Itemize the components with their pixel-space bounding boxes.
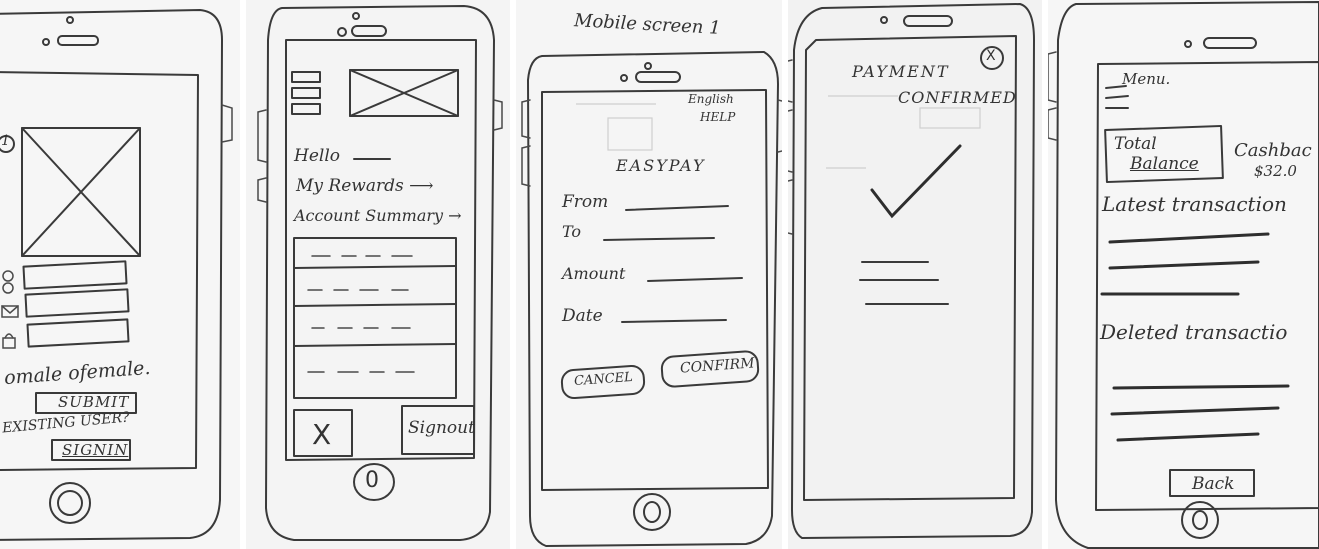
submit-label: SUBMIT: [58, 393, 130, 411]
panel-divider: [782, 0, 788, 549]
phone-outline: [1055, 1, 1319, 549]
title-line1: PAYMENT: [852, 62, 950, 81]
dashboard-sketch: Menu. Total Balance Cashbac $32.0 Latest…: [1048, 0, 1319, 549]
gender-options[interactable]: omale ofemale.: [3, 356, 152, 390]
to-label: To: [562, 222, 582, 241]
total-balance-line2: Balance: [1130, 154, 1199, 174]
menu-icon[interactable]: [291, 71, 321, 83]
rewards-sketch: Hello My Rewards ⟶ Account Summary → X S…: [246, 0, 510, 549]
email-field[interactable]: [24, 288, 130, 318]
account-summary-link[interactable]: Account Summary →: [294, 206, 462, 225]
phone-outline: [265, 5, 495, 541]
easypay-sketch: Mobile screen 1 English HELP EASYPAY Fro…: [516, 0, 782, 549]
brand-label: EASYPAY: [616, 156, 706, 175]
cancel-button[interactable]: [293, 409, 353, 457]
cashback-label: Cashbac: [1234, 140, 1312, 161]
existing-user-label: EXISTING USER?: [1, 409, 131, 437]
panel-divider: [1042, 0, 1048, 549]
menu-label: Menu.: [1122, 70, 1171, 88]
amount-label: Amount: [562, 264, 626, 283]
close-button[interactable]: [980, 46, 1004, 70]
panel-divider: [510, 0, 516, 549]
cashback-value: $32.0: [1254, 162, 1297, 180]
confirm-label: CONFIRM: [679, 355, 756, 377]
name-field[interactable]: [22, 260, 128, 290]
signin-label: SIGNIN: [62, 441, 129, 459]
total-balance-line1: Total: [1114, 134, 1157, 154]
summary-table: [293, 237, 457, 399]
phone-outline: [0, 9, 223, 541]
panel-divider: [240, 0, 246, 549]
phone-outline: [791, 3, 1035, 539]
home-button[interactable]: [1181, 501, 1219, 539]
from-label: From: [562, 192, 609, 212]
close-glyph: X: [986, 48, 996, 64]
latest-transactions-heading: Latest transaction: [1102, 192, 1287, 216]
screen-title: Mobile screen 1: [573, 10, 722, 39]
home-button[interactable]: [633, 493, 671, 531]
logo-placeholder: [349, 69, 459, 117]
signin-button[interactable]: [51, 439, 131, 461]
image-placeholder: [21, 127, 141, 257]
help-link[interactable]: HELP: [700, 110, 736, 124]
home-button-glyph: 0: [365, 468, 379, 493]
hello-label: Hello: [294, 146, 340, 166]
check-icon: [870, 144, 962, 219]
confirm-button[interactable]: [660, 350, 760, 388]
cancel-glyph: X: [312, 418, 332, 451]
signup-sketch: 1 omale ofemale. SUBMIT EXISTING USER? S…: [0, 0, 240, 549]
deleted-transactions-heading: Deleted transactio: [1100, 320, 1288, 344]
phone-outline: [527, 51, 779, 547]
total-balance-card: [1104, 124, 1224, 184]
submit-button[interactable]: [35, 392, 137, 414]
payment-confirmed-sketch: PAYMENT CONFIRMED X: [788, 0, 1042, 549]
cancel-label: CANCEL: [573, 369, 634, 390]
title-line2: CONFIRMED: [898, 88, 1017, 107]
password-field[interactable]: [26, 318, 130, 348]
home-button[interactable]: [49, 482, 91, 524]
cancel-button[interactable]: [560, 364, 646, 400]
date-label: Date: [562, 306, 603, 326]
back-label: Back: [1192, 474, 1235, 494]
my-rewards-link[interactable]: My Rewards ⟶: [296, 176, 434, 196]
language-selector[interactable]: English: [688, 92, 734, 106]
home-button[interactable]: [353, 463, 395, 501]
back-button[interactable]: [1169, 469, 1255, 497]
menu-icon[interactable]: [1105, 85, 1127, 89]
number-marker: 1: [1, 133, 10, 149]
signout-button[interactable]: [401, 405, 475, 455]
signout-label: Signout: [408, 418, 475, 438]
